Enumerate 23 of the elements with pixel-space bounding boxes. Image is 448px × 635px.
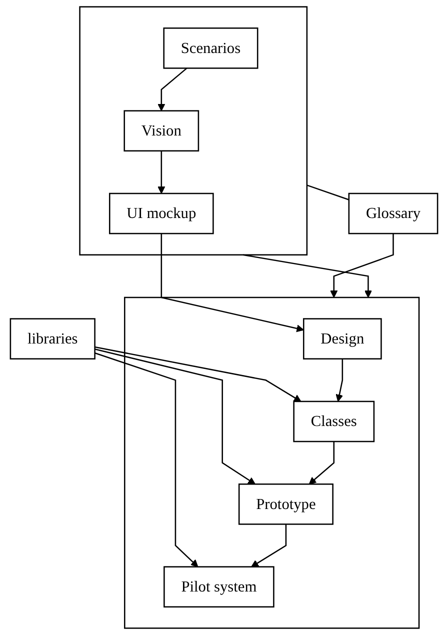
arrow bbox=[94, 352, 198, 568]
arrow bbox=[242, 254, 372, 298]
connector bbox=[306, 184, 350, 200]
node-box: Scenarios bbox=[163, 28, 258, 69]
arrow bbox=[94, 346, 302, 402]
arrow bbox=[251, 524, 287, 568]
arrow bbox=[158, 68, 188, 112]
node-box: Classes bbox=[293, 400, 375, 442]
arrow bbox=[336, 358, 344, 402]
node-box: Vision bbox=[124, 110, 200, 152]
cluster bbox=[79, 6, 308, 256]
arrow bbox=[308, 442, 335, 484]
arrow bbox=[330, 234, 394, 298]
node-box: Glossary bbox=[348, 192, 438, 234]
node-box: libraries bbox=[10, 318, 96, 360]
arrow bbox=[160, 234, 304, 332]
arrow bbox=[158, 150, 166, 194]
node-box: Pilot system bbox=[164, 566, 274, 608]
node-box: UI mockup bbox=[109, 192, 214, 234]
arrow bbox=[94, 348, 256, 484]
node-box: Prototype bbox=[238, 484, 334, 525]
node-box: Design bbox=[303, 318, 382, 360]
cluster bbox=[124, 296, 420, 629]
